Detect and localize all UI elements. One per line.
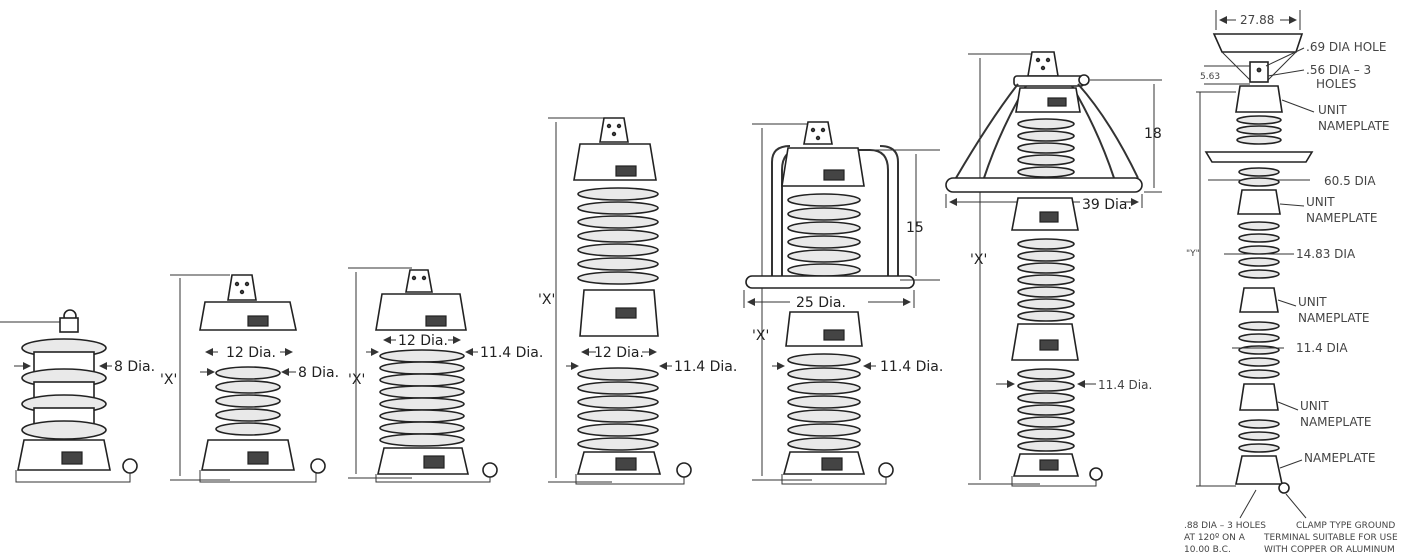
unit7-holes-label-line1: .56 DIA – 3 <box>1306 63 1371 77</box>
unit7-diameter-1483-label: 14.83 DIA <box>1296 247 1356 261</box>
unit6-grading-ring-height-label: 18 <box>1144 126 1162 142</box>
arrester-unit-4: 'X' 12 Dia. 11.4 Dia. <box>538 117 737 485</box>
unit7-nameplate4-line1: UNIT <box>1300 399 1329 413</box>
unit5-ring-diameter-label: 25 Dia. <box>796 295 846 311</box>
unit3-diameter-label: 11.4 Dia. <box>480 345 543 361</box>
unit4-mid-diameter-label: 12 Dia. <box>594 345 644 361</box>
unit5-grading-ring-height-label: 15 <box>906 220 924 236</box>
unit7-nameplate3-line2: NAMEPLATE <box>1298 311 1370 325</box>
unit3-height-label: 'X' <box>348 372 365 388</box>
unit7-base-holes-line1: .88 DIA – 3 HOLES <box>1184 521 1266 531</box>
unit7-holes-label-line2: HOLES <box>1316 77 1356 91</box>
unit2-top-diameter-label: 12 Dia. <box>226 345 276 361</box>
unit7-nameplate1-line2: NAMEPLATE <box>1318 119 1390 133</box>
unit7-nameplate4-line2: NAMEPLATE <box>1300 415 1372 429</box>
unit7-nameplate2-line2: NAMEPLATE <box>1306 211 1378 225</box>
unit7-dimension-563-label: 5.63 <box>1200 72 1220 82</box>
unit7-nameplate3-line1: UNIT <box>1298 295 1327 309</box>
unit7-nameplate5-label: NAMEPLATE <box>1304 451 1376 465</box>
unit7-clamp-line3: WITH COPPER OR ALUMINUM <box>1264 545 1395 555</box>
unit7-diameter-114-label: 11.4 DIA <box>1296 341 1348 355</box>
unit2-height-label: 'X' <box>160 372 177 388</box>
unit7-clamp-line2: TERMINAL SUITABLE FOR USE <box>1263 533 1398 543</box>
unit7-top-width-label: 27.88 <box>1240 13 1274 27</box>
unit2-diameter-label: 8 Dia. <box>298 365 339 381</box>
unit6-ring-diameter-label: 39 Dia. <box>1082 197 1132 213</box>
arrester-unit-5: 'X' 15 25 Dia. 11.4 Dia. <box>743 121 943 485</box>
unit7-nameplate2-line1: UNIT <box>1306 195 1335 209</box>
arrester-unit-7: 27.88 .69 DIA HOLE .56 DIA – 3 HOLES 5.6… <box>1184 10 1398 555</box>
unit6-height-label: 'X' <box>970 252 987 268</box>
unit7-base-holes-line3: 10.00 B.C. <box>1184 545 1231 555</box>
unit5-diameter-label: 11.4 Dia. <box>880 359 943 375</box>
unit1-diameter-label: 8 Dia. <box>114 359 155 375</box>
unit3-top-diameter-label: 12 Dia. <box>398 333 448 349</box>
unit7-base-ring-diameter-label: 60.5 DIA <box>1324 174 1376 188</box>
unit7-hole-label: .69 DIA HOLE <box>1306 40 1386 54</box>
unit4-diameter-label: 11.4 Dia. <box>674 359 737 375</box>
unit7-base-holes-line2: AT 120º ON A <box>1184 533 1246 543</box>
arrester-unit-1: 8 Dia. <box>0 309 155 483</box>
arrester-unit-3: 'X' 12 Dia. 11.4 Dia. <box>348 267 543 483</box>
unit4-height-label: 'X' <box>538 292 555 308</box>
arrester-unit-6: 'X' 18 39 Dia. <box>945 51 1162 487</box>
unit7-clamp-line1: CLAMP TYPE GROUND <box>1296 521 1395 531</box>
arrester-unit-2: 'X' 12 Dia. 8 Dia. <box>160 274 339 483</box>
unit7-nameplate1-line1: UNIT <box>1318 103 1347 117</box>
unit5-height-label: 'X' <box>752 328 769 344</box>
unit6-diameter-label: 11.4 Dia. <box>1098 378 1152 392</box>
unit7-height-label: "Y" <box>1186 249 1200 259</box>
